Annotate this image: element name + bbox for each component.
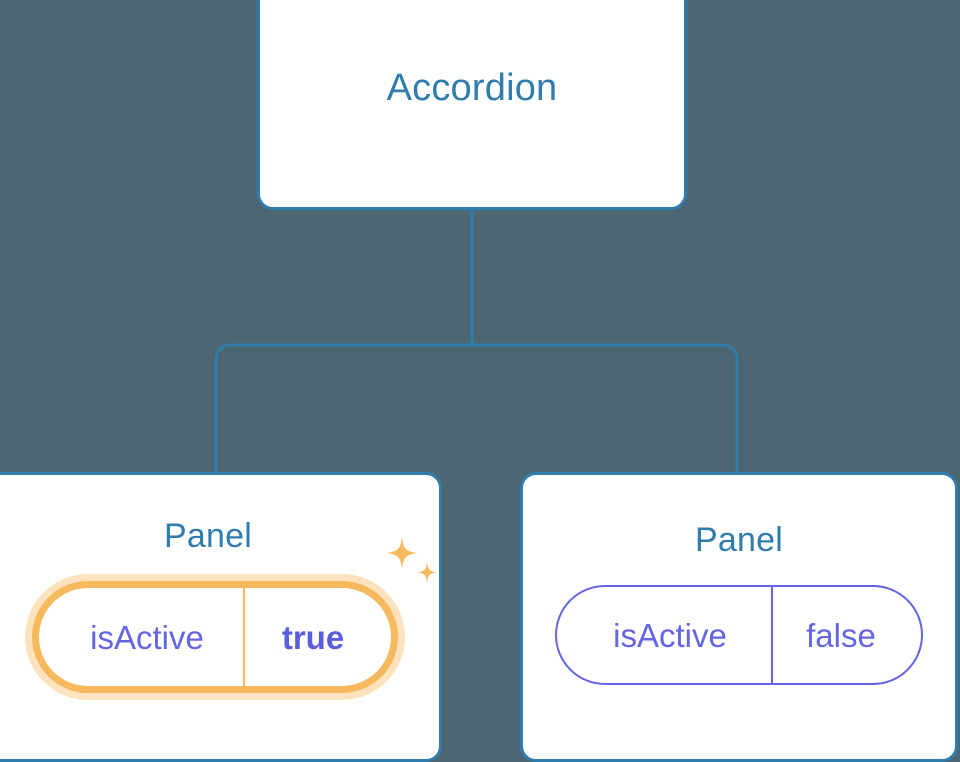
- prop-pill-is-active-true[interactable]: isActive true: [32, 581, 398, 693]
- prop-pill-inactive-wrap: isActive false: [555, 585, 923, 685]
- prop-key-label: isActive: [613, 616, 727, 654]
- node-panel-active-title: Panel: [164, 517, 252, 555]
- node-panel-inactive[interactable]: Panel isActive false: [520, 472, 958, 762]
- prop-key-label: isActive: [90, 618, 204, 656]
- sparkles-icon: [386, 537, 438, 583]
- prop-value-label: true: [243, 588, 391, 686]
- connector-bracket-right: [230, 343, 739, 472]
- prop-pill-active-wrap: isActive true: [32, 537, 438, 693]
- prop-value-label: false: [771, 587, 921, 683]
- sparkle-large-icon: [386, 537, 418, 569]
- connector-bracket-left: [214, 343, 231, 472]
- prop-pill-is-active-false[interactable]: isActive false: [555, 585, 923, 685]
- node-accordion-title: Accordion: [386, 67, 558, 109]
- sparkle-small-icon: [416, 562, 438, 583]
- node-accordion[interactable]: Accordion: [257, 0, 687, 210]
- node-panel-active[interactable]: Panel isActive true: [0, 472, 442, 762]
- node-panel-inactive-title: Panel: [695, 521, 783, 559]
